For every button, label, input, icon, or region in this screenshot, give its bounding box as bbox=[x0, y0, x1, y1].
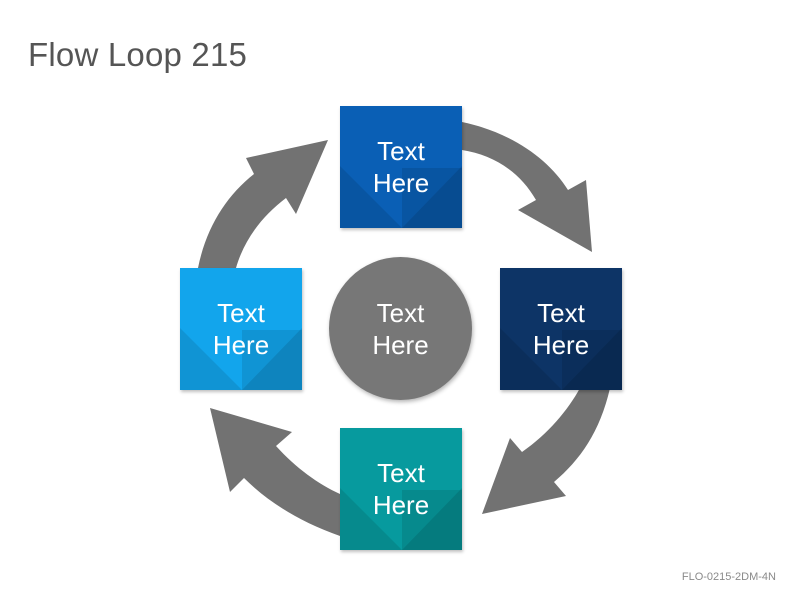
node-top: Text Here bbox=[340, 106, 462, 228]
slide-title: Flow Loop 215 bbox=[28, 36, 248, 73]
arrow-top-to-right bbox=[462, 122, 592, 252]
footer-code: FLO-0215-2DM-4N bbox=[681, 571, 776, 583]
node-top-label: Text Here bbox=[372, 136, 430, 198]
node-bottom: Text Here bbox=[340, 428, 462, 550]
node-center: Text Here bbox=[329, 257, 472, 400]
node-center-label: Text Here bbox=[372, 297, 429, 360]
node-left: Text Here bbox=[180, 268, 302, 390]
arrow-right-to-bottom bbox=[482, 388, 610, 514]
node-bottom-label: Text Here bbox=[372, 458, 430, 520]
node-left-label: Text Here bbox=[212, 298, 270, 360]
arrow-bottom-to-left bbox=[210, 408, 340, 536]
arrow-left-to-top bbox=[198, 140, 328, 268]
node-right: Text Here bbox=[500, 268, 622, 390]
node-right-label: Text Here bbox=[532, 298, 590, 360]
